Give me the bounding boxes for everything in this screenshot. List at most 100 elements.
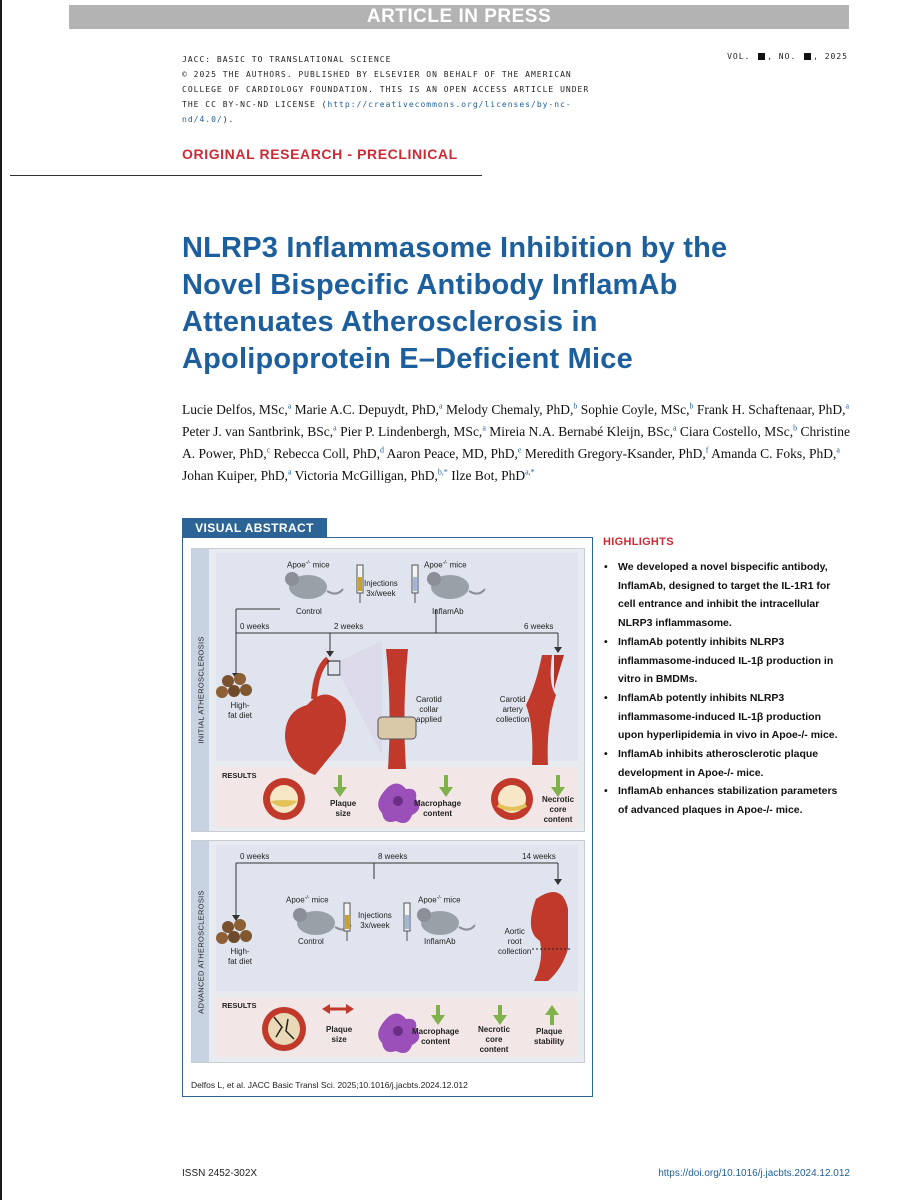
author-affiliation: f bbox=[705, 445, 709, 454]
arrow-down-icon bbox=[333, 775, 347, 797]
section-label: ORIGINAL RESEARCH - PRECLINICAL bbox=[182, 146, 458, 162]
author-list: Lucie Delfos, MSc,a Marie A.C. Depuydt, … bbox=[182, 397, 862, 485]
collar-label: Carotid collar applied bbox=[416, 695, 442, 724]
timepoint-8: 8 weeks bbox=[378, 852, 408, 861]
syringe-icon bbox=[343, 902, 351, 941]
visual-abstract: INITIAL ATHEROSCLEROSIS bbox=[182, 537, 593, 1097]
author-affiliation: a bbox=[333, 423, 337, 432]
author-affiliation: a,* bbox=[525, 467, 535, 476]
author-name: Aaron Peace, MD, PhD,e bbox=[386, 445, 522, 461]
author-affiliation: c bbox=[266, 445, 271, 454]
syringe-icon bbox=[403, 902, 411, 941]
author-affiliation: a bbox=[287, 467, 292, 476]
macrophage-icon bbox=[378, 1013, 420, 1053]
collection-label: Aortic root collection bbox=[498, 927, 532, 956]
author-affiliation: b bbox=[573, 401, 578, 410]
highlight-item: We developed a novel bispecific antibody… bbox=[603, 558, 848, 633]
necrotic-core-label: Necrotic core content bbox=[478, 1025, 511, 1054]
control-label: Control bbox=[298, 937, 324, 946]
timepoint-6: 6 weeks bbox=[524, 622, 554, 631]
injections-label: Injections 3x/week bbox=[364, 579, 398, 598]
results-heading: RESULTS bbox=[222, 1001, 257, 1010]
author-affiliation: d bbox=[380, 445, 385, 454]
timepoint-14: 14 weeks bbox=[522, 852, 556, 861]
article-title: NLRP3 Inflammasome Inhibition by the Nov… bbox=[182, 232, 728, 375]
results-heading: RESULTS bbox=[222, 771, 257, 780]
author-affiliation: a bbox=[482, 423, 486, 432]
necrotic-vessel-icon bbox=[491, 778, 533, 820]
panel-side-label: INITIAL ATHEROSCLEROSIS bbox=[192, 549, 209, 831]
author-name: Ilze Bot, PhDa,* bbox=[451, 467, 535, 483]
macrophage-label: Macrophage content bbox=[414, 799, 462, 818]
control-label: Control bbox=[296, 607, 322, 616]
syringe-icon bbox=[356, 564, 364, 603]
license-link[interactable]: http://creativecommons.org/licenses/by-n… bbox=[182, 100, 572, 124]
high-fat-diet-icon bbox=[216, 673, 252, 698]
author-name: Ciara Costello, MSc,b bbox=[679, 423, 798, 439]
mice-label: Apoe-/- mice bbox=[418, 895, 461, 905]
panel1-illustration bbox=[216, 564, 565, 823]
mice-label: Apoe-/- mice bbox=[286, 895, 329, 905]
license-line-1: © 2025 THE AUTHORS. PUBLISHED BY ELSEVIE… bbox=[182, 70, 572, 79]
highlight-item: InflamAb inhibits atherosclerotic plaque… bbox=[603, 745, 848, 782]
injections-label: Injections 3x/week bbox=[358, 911, 392, 930]
timepoint-2: 2 weeks bbox=[334, 622, 364, 631]
highlights-title: HIGHLIGHTS bbox=[603, 536, 674, 548]
license-line-3: THE CC BY-NC-ND LICENSE (http://creative… bbox=[182, 100, 572, 124]
author-name: Rebecca Coll, PhD,d bbox=[273, 445, 385, 461]
author-name: Meredith Gregory-Ksander, PhD,f bbox=[524, 445, 709, 461]
section-divider bbox=[10, 175, 482, 176]
inflamab-label: InflamAb bbox=[424, 937, 456, 946]
journal-header: JACC: BASIC TO TRANSLATIONAL SCIENCE © 2… bbox=[182, 52, 612, 127]
double-arrow-icon bbox=[322, 1004, 354, 1014]
panel-side-label: ADVANCED ATHEROSCLEROSIS bbox=[192, 841, 209, 1062]
mice-label: Apoe-/- mice bbox=[287, 560, 330, 570]
macrophage-icon bbox=[378, 783, 420, 823]
author-affiliation: b bbox=[689, 401, 694, 410]
issn: ISSN 2452-302X bbox=[182, 1168, 258, 1179]
page-edge-line bbox=[0, 0, 2, 1200]
author-name: Sophie Coyle, MSc,b bbox=[580, 401, 694, 417]
plaque-vessel-icon bbox=[262, 1007, 306, 1051]
author-affiliation: a bbox=[439, 401, 443, 410]
aortic-root-icon bbox=[530, 891, 570, 981]
macrophage-label: Macrophage content bbox=[412, 1027, 460, 1046]
visual-abstract-tab: VISUAL ABSTRACT bbox=[182, 518, 327, 538]
mice-label: Apoe-/- mice bbox=[424, 560, 467, 570]
carotid-artery-icon bbox=[526, 655, 564, 765]
initial-atherosclerosis-panel: INITIAL ATHEROSCLEROSIS bbox=[191, 548, 585, 832]
visual-abstract-citation: Delfos L, et al. JACC Basic Transl Sci. … bbox=[191, 1080, 468, 1090]
plaque-size-label: Plaque size bbox=[330, 799, 357, 818]
panel2-illustration bbox=[216, 862, 570, 1053]
timepoint-0: 0 weeks bbox=[240, 622, 270, 631]
collection-label: Carotid artery collection bbox=[496, 695, 530, 724]
highlight-item: InflamAb enhances stabilization paramete… bbox=[603, 782, 848, 819]
author-name: Amanda C. Foks, PhD,a bbox=[711, 445, 840, 461]
diet-label: High- fat diet bbox=[228, 947, 253, 966]
highlights-list: We developed a novel bispecific antibody… bbox=[603, 558, 848, 820]
inflamab-mouse-icon bbox=[417, 908, 476, 935]
carotid-collar-icon bbox=[377, 649, 417, 769]
diet-label: High- fat diet bbox=[228, 701, 253, 720]
plaque-size-label: Plaque size bbox=[326, 1025, 353, 1044]
control-mouse-icon bbox=[285, 572, 344, 599]
necrotic-core-label: Necrotic core content bbox=[542, 795, 575, 824]
syringe-icon bbox=[411, 564, 419, 603]
arrow-down-icon bbox=[439, 775, 453, 797]
highlight-item: InflamAb potently inhibits NLRP3 inflamm… bbox=[603, 689, 848, 745]
plaque-stability-label: Plaque stability bbox=[534, 1027, 565, 1046]
protocol-area bbox=[216, 845, 578, 991]
author-name: Mireia N.A. Bernabé Kleijn, BSc,a bbox=[489, 423, 677, 439]
advanced-atherosclerosis-panel: ADVANCED ATHEROSCLEROSIS bbox=[191, 840, 585, 1063]
author-name: Melody Chemaly, PhD,b bbox=[445, 401, 578, 417]
doi-link[interactable]: https://doi.org/10.1016/j.jacbts.2024.12… bbox=[658, 1168, 850, 1179]
author-affiliation: a bbox=[836, 445, 840, 454]
article-in-press-banner: ARTICLE IN PRESS bbox=[69, 5, 849, 29]
author-name: Johan Kuiper, PhD,a bbox=[182, 467, 292, 483]
author-name: Lucie Delfos, MSc,a bbox=[182, 401, 292, 417]
author-affiliation: e bbox=[517, 445, 522, 454]
license-line-2: COLLEGE OF CARDIOLOGY FOUNDATION. THIS I… bbox=[182, 85, 590, 94]
author-name: Pier P. Lindenbergh, MSc,a bbox=[340, 423, 486, 439]
author-name: Christine A. Power, PhD,c bbox=[182, 423, 851, 461]
highlight-item: InflamAb potently inhibits NLRP3 inflamm… bbox=[603, 633, 848, 689]
